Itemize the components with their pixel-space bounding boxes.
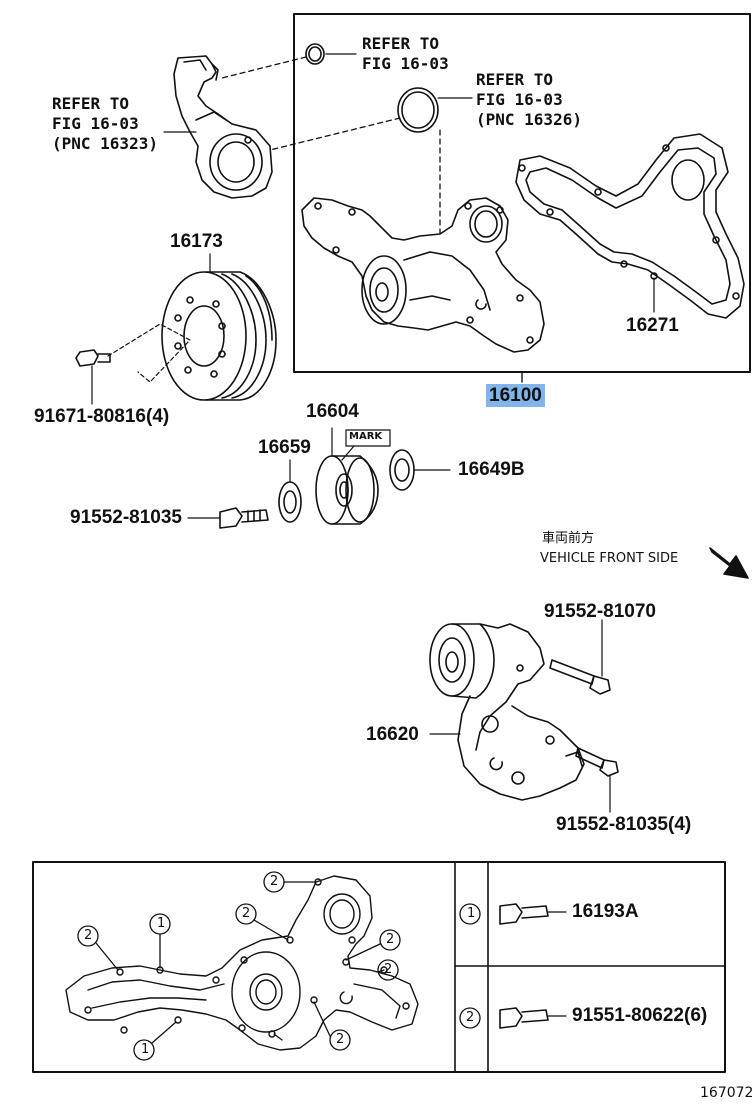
legend-part-91551-80622: 91551-80622(6) xyxy=(572,1005,708,1026)
water-pump-body xyxy=(301,197,545,353)
legend-bolt-1 xyxy=(499,903,549,925)
part-16100: 16100 xyxy=(486,384,545,407)
part-91552-81070: 91552-81070 xyxy=(544,601,656,622)
part-16271: 16271 xyxy=(626,315,679,336)
legend-number-2: 2 xyxy=(466,1010,475,1025)
callout-number: 1 xyxy=(141,1042,150,1057)
bolt-91671 xyxy=(75,349,111,367)
bolt-91552-81035-4 xyxy=(575,747,619,777)
bolt-91552-81070 xyxy=(549,659,611,695)
callout-number: 2 xyxy=(384,962,393,977)
callout-number: 2 xyxy=(84,928,93,943)
detail-pump-outline xyxy=(65,875,419,1051)
bolt-91552-81035 xyxy=(219,507,269,529)
o-ring-large xyxy=(397,87,439,133)
callout-number: 2 xyxy=(270,874,279,889)
part-16659: 16659 xyxy=(258,437,311,458)
front-side-jp: 車両前方 xyxy=(542,531,595,546)
washer-16659 xyxy=(278,481,302,523)
part-16649b: 16649B xyxy=(458,459,525,480)
o-ring-small xyxy=(305,43,325,65)
detail-box xyxy=(32,861,726,1073)
idler-pulley xyxy=(315,455,379,525)
part-16604: 16604 xyxy=(306,401,359,422)
callout-number: 1 xyxy=(157,916,166,931)
callout-number: 2 xyxy=(242,906,251,921)
legend-number-1: 1 xyxy=(467,906,476,921)
part-91552-81035-4: 91552-81035(4) xyxy=(556,814,692,835)
front-arrow xyxy=(709,547,749,579)
mark-label: MARK xyxy=(349,431,383,442)
tensioner-assembly xyxy=(429,623,585,801)
part-16173: 16173 xyxy=(170,231,223,252)
front-side-en: VEHICLE FRONT SIDE xyxy=(540,551,679,566)
part-91552-81035: 91552-81035 xyxy=(70,507,182,528)
figure-id: 167072 xyxy=(700,1085,754,1101)
legend-bolt-2 xyxy=(499,1007,549,1029)
part-16620: 16620 xyxy=(366,724,419,745)
callout-number: 2 xyxy=(386,932,395,947)
callout-circles xyxy=(77,871,401,1061)
callout-number: 2 xyxy=(336,1032,345,1047)
washer-16649b xyxy=(389,449,415,491)
part-91671-80816: 91671-80816(4) xyxy=(34,406,170,427)
pulley xyxy=(161,271,277,401)
gasket xyxy=(515,133,745,319)
legend-part-16193a: 16193A xyxy=(572,901,639,922)
